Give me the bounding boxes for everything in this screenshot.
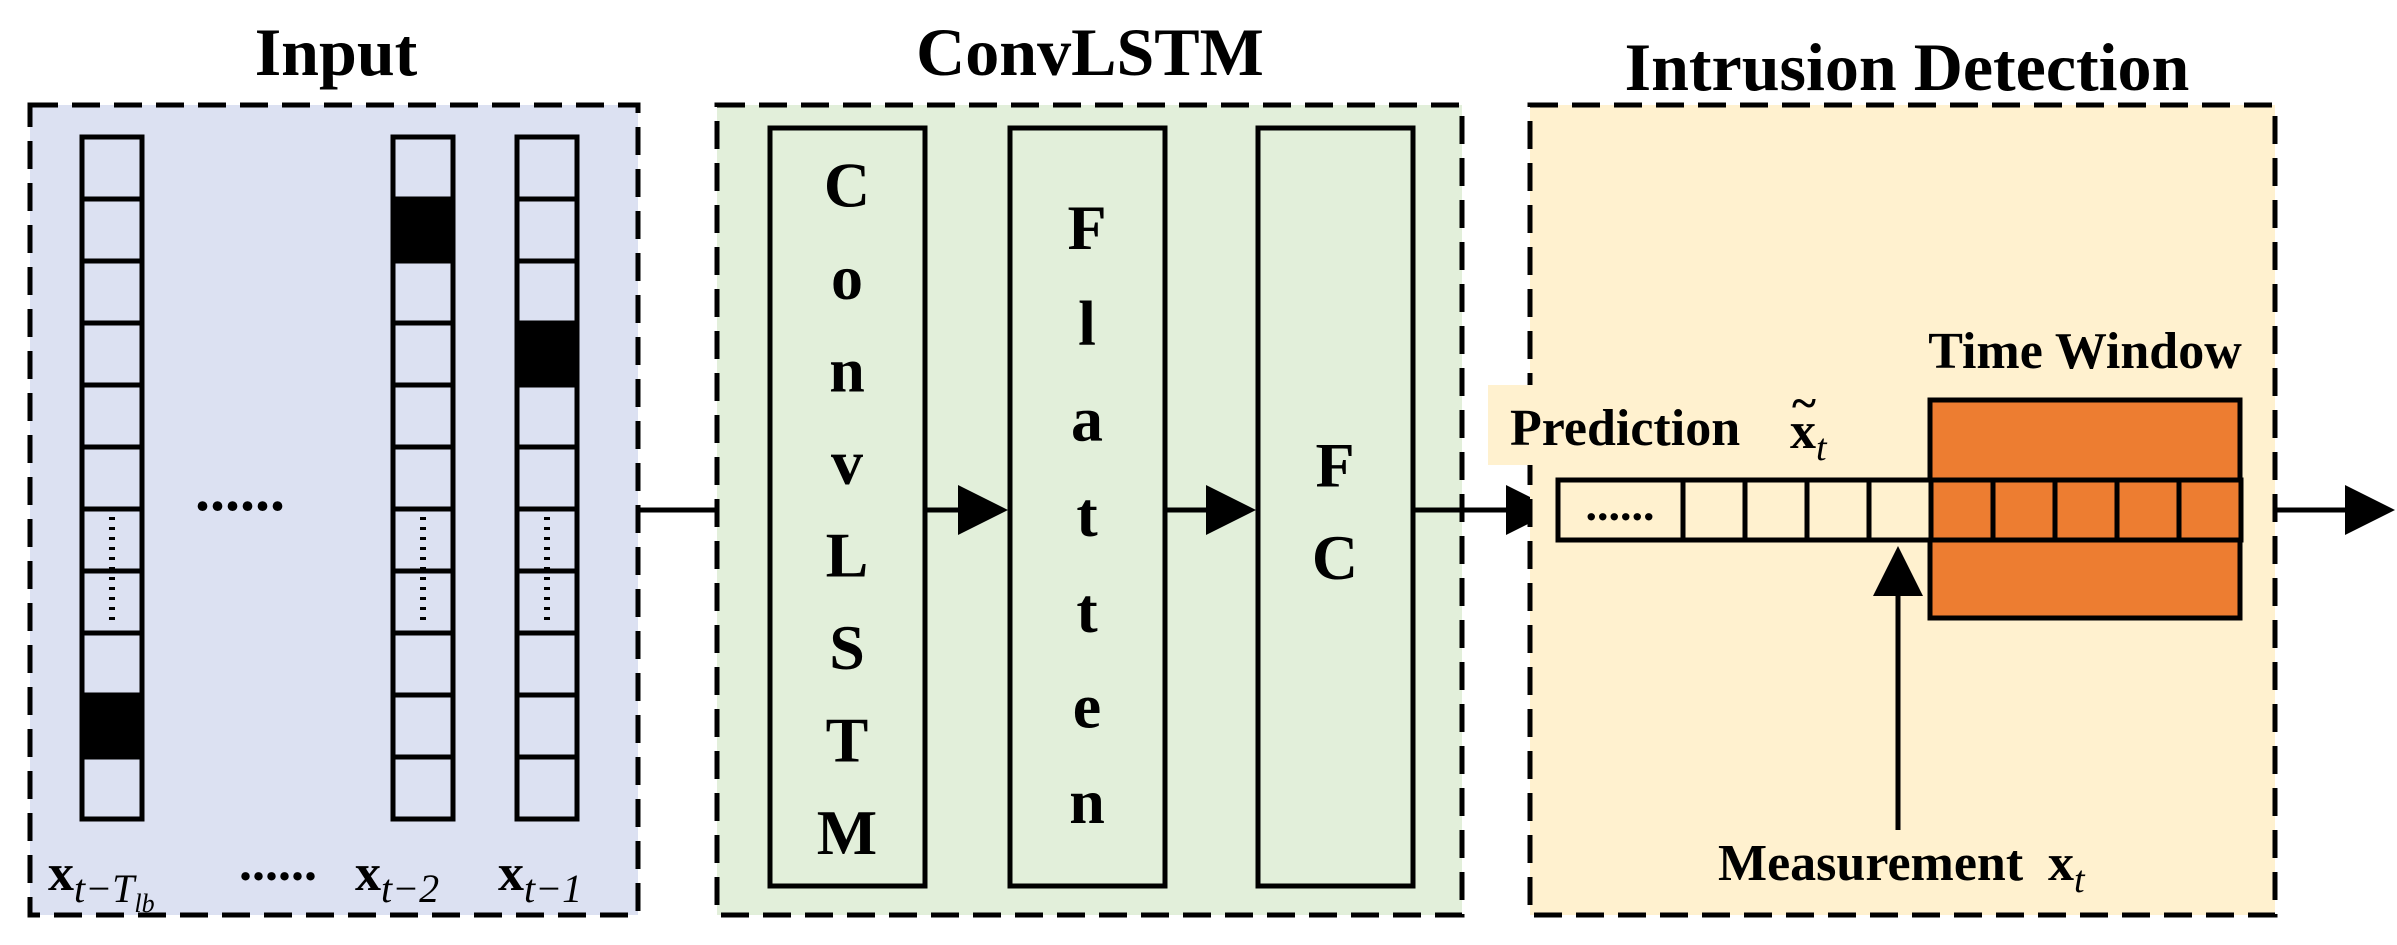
convlstm-layer-box — [767, 125, 928, 889]
layer-letter: v — [831, 427, 863, 498]
input-cell — [390, 568, 456, 636]
input-cell — [514, 444, 580, 512]
input-cell — [514, 258, 580, 326]
flatten-layer-box — [1007, 125, 1168, 889]
fc-layer-box — [1255, 125, 1416, 889]
input-cell — [390, 258, 456, 326]
fc-layer-label: FC — [1312, 430, 1358, 593]
input-column-t-minus-1 — [514, 134, 580, 822]
convlstm-layer-label: ConvLSTM — [817, 150, 877, 868]
layer-letter: F — [1315, 430, 1354, 501]
layer-letter: t — [1076, 479, 1098, 550]
sequence-cell — [1680, 477, 1748, 543]
prediction-label-bg — [1488, 385, 1858, 465]
input-cell — [79, 382, 145, 450]
sequence-cell — [1804, 477, 1872, 543]
layer-letter: n — [829, 335, 865, 406]
layer-letter: l — [1078, 288, 1096, 359]
prediction-symbol: xt — [1790, 403, 1828, 469]
measurement-symbol: xt — [2048, 835, 2086, 901]
label-x-t-minus-1: xt−1 — [498, 845, 582, 911]
layer-letter: S — [829, 612, 865, 683]
time-window-cell — [2052, 477, 2120, 543]
input-cell — [514, 196, 580, 264]
input-cell — [79, 568, 145, 636]
input-cell — [390, 444, 456, 512]
input-cell — [514, 630, 580, 698]
sequence-cell — [1866, 477, 1934, 543]
input-cell — [390, 630, 456, 698]
prediction-tilde: ~ — [1792, 377, 1816, 428]
sequence-ellipsis: ...... — [1586, 479, 1655, 530]
input-panel-title: Input — [255, 14, 418, 90]
label-ellipsis: ...... — [239, 835, 317, 892]
layer-letter: a — [1071, 383, 1103, 454]
input-cell — [79, 630, 145, 698]
input-column-t-minus-2 — [390, 134, 456, 822]
input-cell — [514, 754, 580, 822]
input-cell — [514, 692, 580, 760]
filled-cell — [79, 692, 145, 760]
layer-letter: t — [1076, 575, 1098, 646]
intrusion-detection-panel: Intrusion Detection Time Window Predicti… — [1488, 29, 2278, 918]
layer-letter: C — [824, 150, 870, 221]
measurement-label: Measurement — [1718, 835, 2024, 892]
sequence-cell — [1742, 477, 1810, 543]
input-cell — [79, 754, 145, 822]
time-window-cell — [2114, 477, 2182, 543]
input-cell — [79, 444, 145, 512]
time-window-cell — [2176, 477, 2244, 543]
input-columns-ellipsis: ...... — [195, 457, 285, 523]
time-window-label: Time Window — [1928, 323, 2242, 380]
input-column-t-minus-tlb — [79, 134, 145, 822]
intrusion-panel-title: Intrusion Detection — [1625, 29, 2190, 105]
layer-letter: e — [1073, 670, 1101, 741]
input-cell — [514, 382, 580, 450]
layer-letter: L — [826, 520, 869, 591]
time-window-cell — [1928, 477, 1996, 543]
input-cell — [514, 568, 580, 636]
input-cell — [514, 134, 580, 202]
layer-letter: o — [831, 242, 863, 313]
input-cell — [79, 258, 145, 326]
filled-cell — [514, 320, 580, 388]
layer-letter: F — [1067, 192, 1106, 263]
input-panel: Input ...... xt−Tlb ...... xt−2 xt−1 — [27, 14, 641, 918]
time-window-cell — [1990, 477, 2058, 543]
filled-cell — [390, 196, 456, 264]
input-cell — [390, 134, 456, 202]
input-cell — [390, 754, 456, 822]
layer-letter: C — [1312, 522, 1358, 593]
convlstm-panel-title: ConvLSTM — [916, 14, 1264, 90]
input-cell — [390, 320, 456, 388]
layer-letter: n — [1069, 766, 1105, 837]
input-cell — [390, 382, 456, 450]
input-cell — [79, 196, 145, 264]
input-cell — [79, 134, 145, 202]
prediction-label: Prediction — [1510, 400, 1740, 457]
label-x-t-minus-2: xt−2 — [355, 845, 439, 911]
label-x-t-minus-tlb: xt−Tlb — [48, 845, 155, 918]
input-cell — [79, 320, 145, 388]
layer-letter: M — [817, 797, 877, 868]
layer-letter: T — [826, 705, 869, 776]
input-cell — [390, 692, 456, 760]
prediction-sequence — [1555, 477, 2244, 543]
